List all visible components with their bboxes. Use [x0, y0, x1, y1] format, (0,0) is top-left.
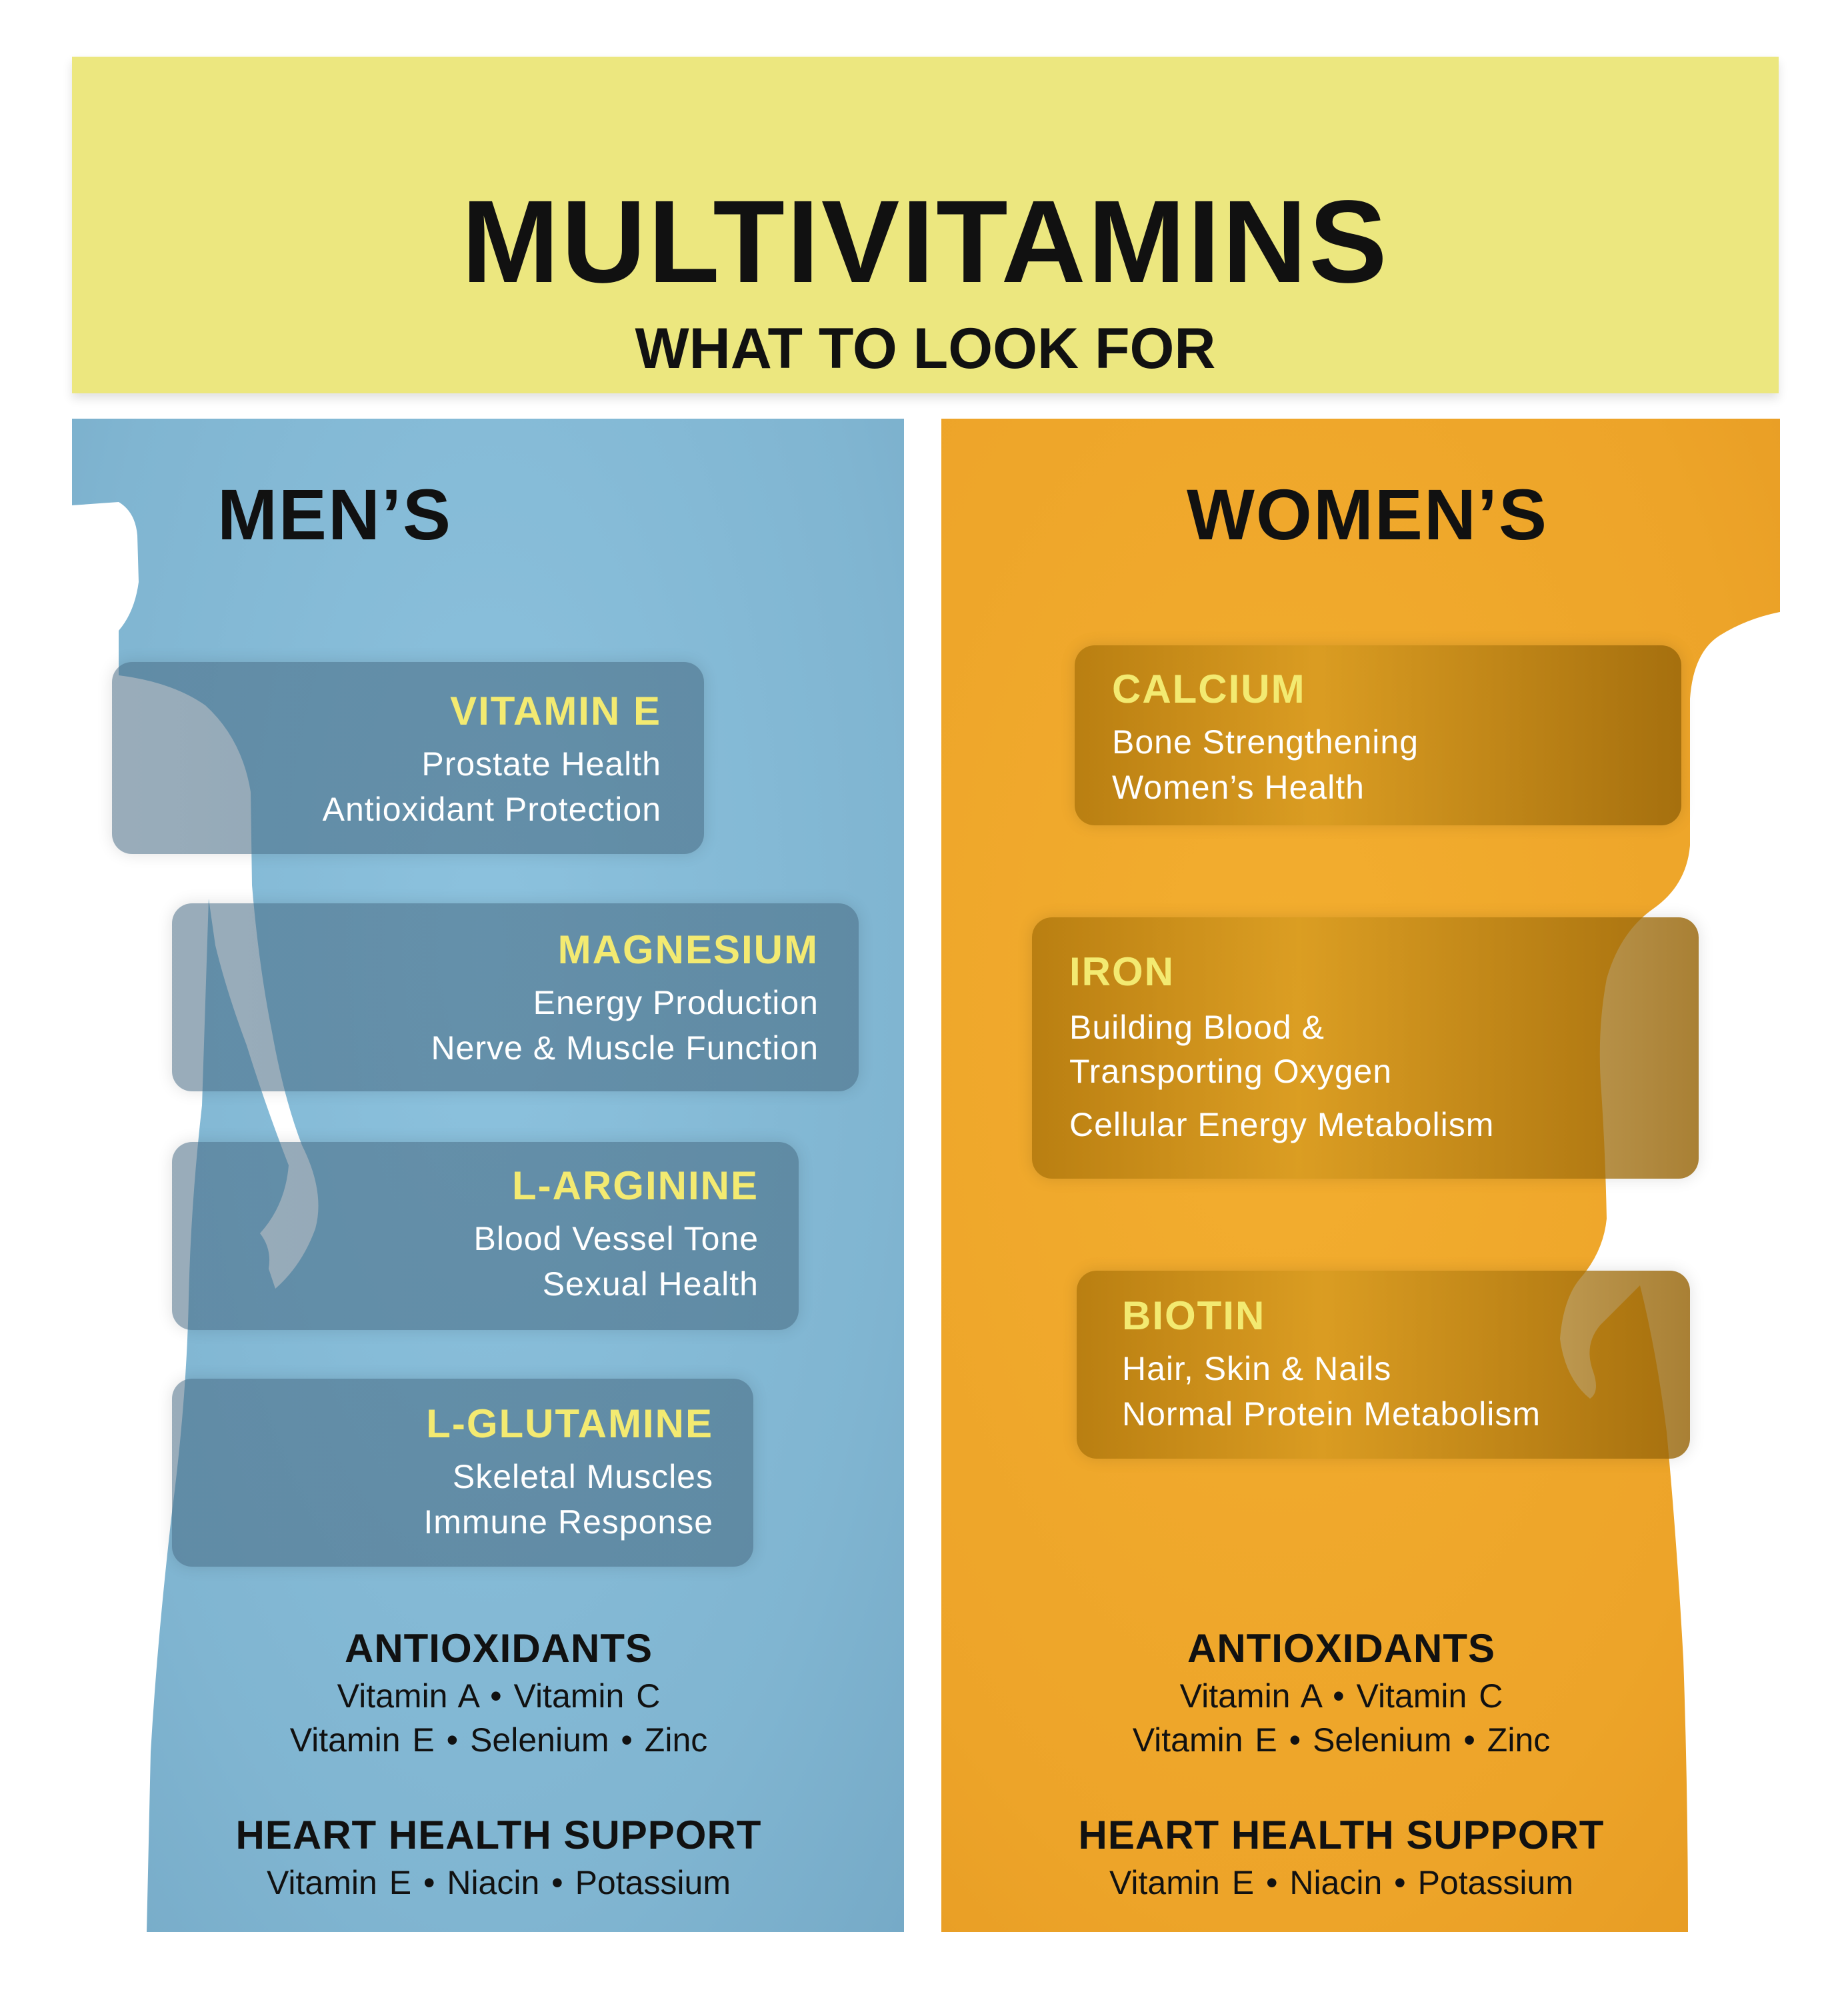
antioxidants-title: ANTIOXIDANTS [345, 1626, 653, 1671]
card-line: Prostate Health [421, 745, 661, 783]
card-title: CALCIUM [1112, 667, 1306, 711]
mens-antioxidants: ANTIOXIDANTS Vitamin A • Vitamin C Vitam… [232, 1629, 765, 1757]
card-title: BIOTIN [1122, 1293, 1266, 1338]
card-line: Blood Vessel Tone [473, 1220, 759, 1257]
page-subtitle: WHAT TO LOOK FOR [635, 317, 1216, 381]
antioxidants-line: Vitamin A • Vitamin C [1179, 1677, 1503, 1715]
antioxidants-line: Vitamin E • Selenium • Zinc [289, 1721, 708, 1759]
card-line: Normal Protein Metabolism [1122, 1395, 1541, 1433]
antioxidants-line: Vitamin E • Selenium • Zinc [1132, 1721, 1551, 1759]
card-magnesium: MAGNESIUM Energy Production Nerve & Musc… [172, 903, 859, 1091]
card-biotin: BIOTIN Hair, Skin & Nails Normal Protein… [1077, 1271, 1690, 1459]
card-line: Nerve & Muscle Function [431, 1029, 819, 1067]
heart-health-title: HEART HEALTH SUPPORT [235, 1813, 762, 1857]
card-line: Hair, Skin & Nails [1122, 1350, 1392, 1387]
card-calcium: CALCIUM Bone Strengthening Women’s Healt… [1075, 645, 1681, 825]
card-iron: IRON Building Blood & Transporting Oxyge… [1032, 917, 1699, 1179]
womens-heading: WOMEN’S [1187, 474, 1548, 555]
card-vitamin-e: VITAMIN E Prostate Health Antioxidant Pr… [112, 662, 704, 854]
card-line: Sexual Health [542, 1265, 759, 1303]
card-line: Transporting Oxygen [1069, 1053, 1393, 1090]
heart-health-line: Vitamin E • Niacin • Potassium [266, 1864, 731, 1901]
heart-health-title: HEART HEALTH SUPPORT [1078, 1813, 1605, 1857]
male-silhouette-icon [72, 502, 319, 1932]
card-title: L-GLUTAMINE [426, 1401, 713, 1446]
card-line: Antioxidant Protection [322, 791, 661, 828]
card-line: Cellular Energy Metabolism [1069, 1106, 1495, 1143]
card-line: Bone Strengthening [1112, 723, 1419, 761]
heart-health-line: Vitamin E • Niacin • Potassium [1109, 1864, 1573, 1901]
card-title: L-ARGININE [512, 1163, 759, 1208]
card-l-glutamine: L-GLUTAMINE Skeletal Muscles Immune Resp… [172, 1379, 753, 1567]
card-line: Women’s Health [1112, 769, 1365, 806]
antioxidants-line: Vitamin A • Vitamin C [337, 1677, 661, 1715]
mens-heart-health: HEART HEALTH SUPPORT Vitamin E • Niacin … [219, 1813, 779, 1901]
womens-antioxidants: ANTIOXIDANTS Vitamin A • Vitamin C Vitam… [1075, 1629, 1608, 1757]
card-line: Building Blood & [1069, 1009, 1325, 1046]
header-banner: MULTIVITAMINS WHAT TO LOOK FOR [72, 57, 1779, 393]
card-line: Immune Response [423, 1503, 713, 1541]
mens-heading: MEN’S [217, 474, 453, 555]
antioxidants-title: ANTIOXIDANTS [1187, 1626, 1495, 1671]
card-line: Energy Production [533, 984, 819, 1021]
womens-heart-health: HEART HEALTH SUPPORT Vitamin E • Niacin … [1061, 1813, 1621, 1901]
card-title: MAGNESIUM [557, 927, 819, 972]
mens-panel: MEN’S VITAMIN E Prostate Health Antioxid… [72, 419, 904, 1932]
card-title: IRON [1069, 949, 1175, 994]
womens-panel: WOMEN’S CALCIUM Bone Strengthening Women… [941, 419, 1780, 1932]
card-title: VITAMIN E [450, 689, 661, 733]
card-line: Skeletal Muscles [452, 1458, 713, 1495]
card-l-arginine: L-ARGININE Blood Vessel Tone Sexual Heal… [172, 1142, 799, 1330]
page-title: MULTIVITAMINS [461, 177, 1389, 307]
